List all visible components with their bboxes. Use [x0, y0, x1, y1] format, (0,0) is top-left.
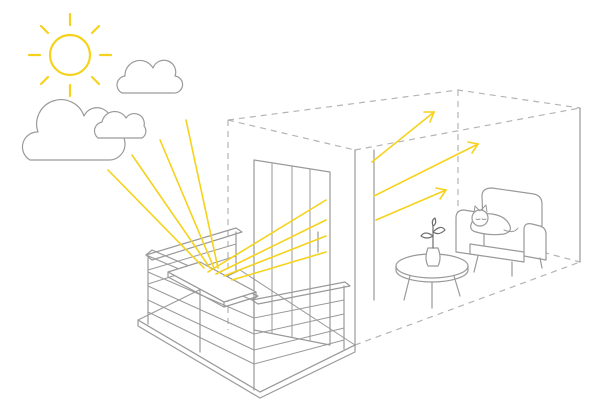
cloud-icon	[93, 110, 147, 139]
plant-vase-icon	[420, 217, 446, 267]
sun-icon	[27, 12, 113, 98]
cloud-icon	[116, 59, 184, 94]
room-outline	[227, 89, 581, 346]
glass-door	[253, 159, 331, 346]
cloud-icon	[21, 99, 126, 161]
cat-icon	[470, 204, 519, 236]
light-ray-arrows	[107, 111, 480, 281]
solar-reflector-panel	[167, 261, 257, 308]
